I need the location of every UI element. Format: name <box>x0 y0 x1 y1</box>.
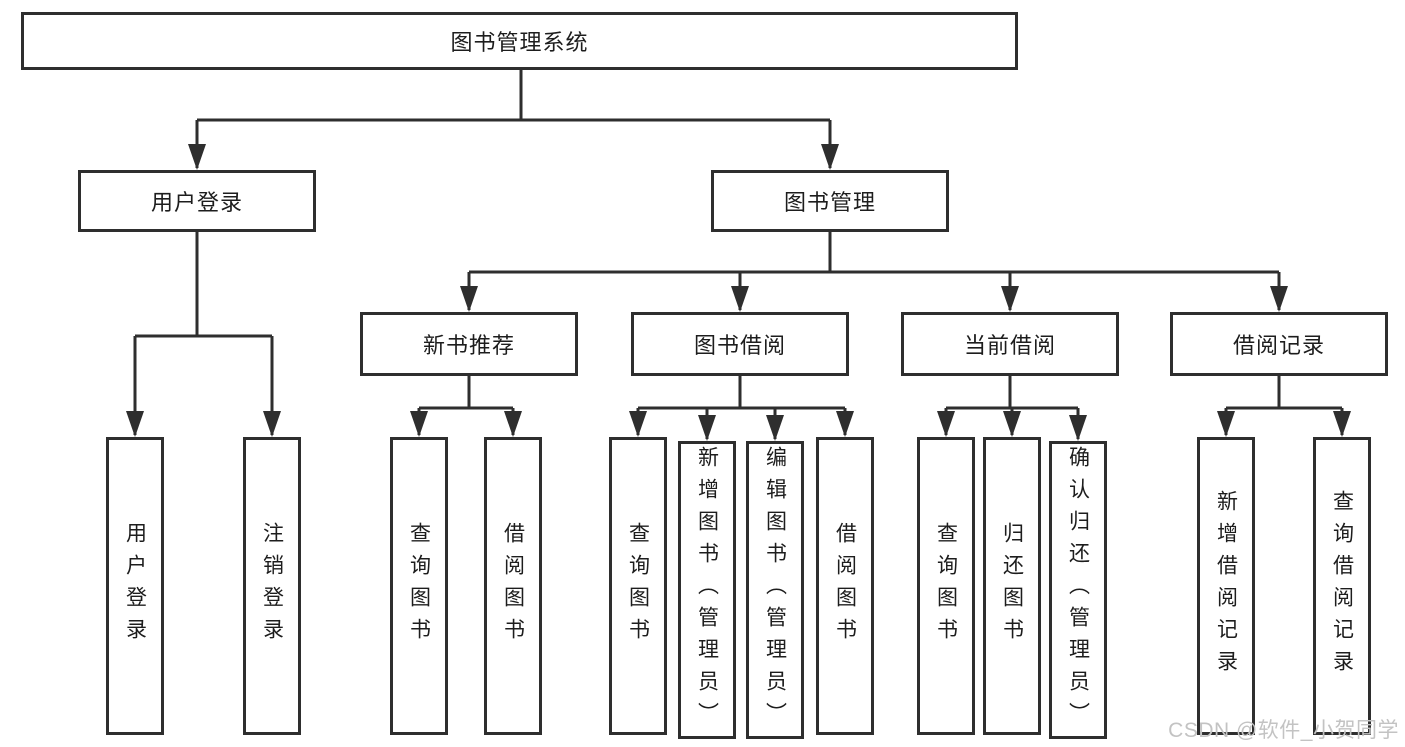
node-root-system: 图书管理系统 <box>21 12 1018 70</box>
node-label: 查询图书 <box>626 522 650 650</box>
arrow-down-icon <box>1333 411 1351 437</box>
arrow-down-icon <box>629 411 647 437</box>
node-borrow-record: 借阅记录 <box>1170 312 1388 376</box>
node-user-login: 用户登录 <box>78 170 316 232</box>
arrow-down-icon <box>937 411 955 437</box>
leaf-query-books-borrow: 查询图书 <box>609 437 667 735</box>
leaf-add-books-admin: 新增图书（管理员） <box>678 441 736 739</box>
node-label: 借阅图书 <box>833 522 857 650</box>
arrow-down-icon <box>766 415 784 441</box>
leaf-query-books-current: 查询图书 <box>917 437 975 735</box>
node-label: 新增图书（管理员） <box>695 446 719 734</box>
arrow-down-icon <box>1270 286 1288 312</box>
node-current-borrow: 当前借阅 <box>901 312 1119 376</box>
node-book-borrow: 图书借阅 <box>631 312 849 376</box>
leaf-user-login: 用户登录 <box>106 437 164 735</box>
node-label: 查询图书 <box>407 522 431 650</box>
node-label: 用户登录 <box>123 522 147 650</box>
arrow-down-icon <box>504 411 522 437</box>
arrow-down-icon <box>698 415 716 441</box>
node-label: 新增借阅记录 <box>1214 490 1238 682</box>
leaf-edit-books-admin: 编辑图书（管理员） <box>746 441 804 739</box>
arrow-down-icon <box>1003 411 1021 437</box>
arrow-down-icon <box>126 411 144 437</box>
arrow-down-icon <box>460 286 478 312</box>
arrow-down-icon <box>188 144 206 170</box>
leaf-query-borrow-record: 查询借阅记录 <box>1313 437 1371 735</box>
arrow-down-icon <box>821 144 839 170</box>
node-new-book-recommend: 新书推荐 <box>360 312 578 376</box>
node-label: 图书管理系统 <box>450 30 589 55</box>
csdn-watermark: CSDN @软件_小贺同学 <box>1168 719 1399 742</box>
arrow-down-icon <box>1069 415 1087 441</box>
arrow-down-icon <box>1001 286 1019 312</box>
node-label: 图书管理 <box>783 190 876 215</box>
arrow-down-icon <box>410 411 428 437</box>
arrow-down-icon <box>731 286 749 312</box>
node-label: 确认归还（管理员） <box>1066 446 1090 734</box>
leaf-confirm-return-admin: 确认归还（管理员） <box>1049 441 1107 739</box>
leaf-query-books-recommend: 查询图书 <box>390 437 448 735</box>
arrow-down-icon <box>263 411 281 437</box>
node-label: 用户登录 <box>150 190 243 215</box>
leaf-borrow-books: 借阅图书 <box>816 437 874 735</box>
arrow-down-icon <box>836 411 854 437</box>
leaf-borrow-books-recommend: 借阅图书 <box>484 437 542 735</box>
node-label: 图书借阅 <box>693 333 786 358</box>
arrowhead-icons <box>126 144 1351 441</box>
node-label: 查询借阅记录 <box>1330 490 1354 682</box>
node-label: 当前借阅 <box>963 333 1056 358</box>
node-label: 借阅图书 <box>501 522 525 650</box>
node-label: 注销登录 <box>260 522 284 650</box>
node-label: 编辑图书（管理员） <box>763 446 787 734</box>
connector-path <box>133 70 1344 439</box>
leaf-add-borrow-record: 新增借阅记录 <box>1197 437 1255 735</box>
leaf-return-books: 归还图书 <box>983 437 1041 735</box>
node-label: 归还图书 <box>1000 522 1024 650</box>
leaf-logout-login: 注销登录 <box>243 437 301 735</box>
node-label: 新书推荐 <box>422 333 515 358</box>
arrow-down-icon <box>1217 411 1235 437</box>
node-book-management: 图书管理 <box>711 170 949 232</box>
node-label: 查询图书 <box>934 522 958 650</box>
node-label: 借阅记录 <box>1232 333 1325 358</box>
